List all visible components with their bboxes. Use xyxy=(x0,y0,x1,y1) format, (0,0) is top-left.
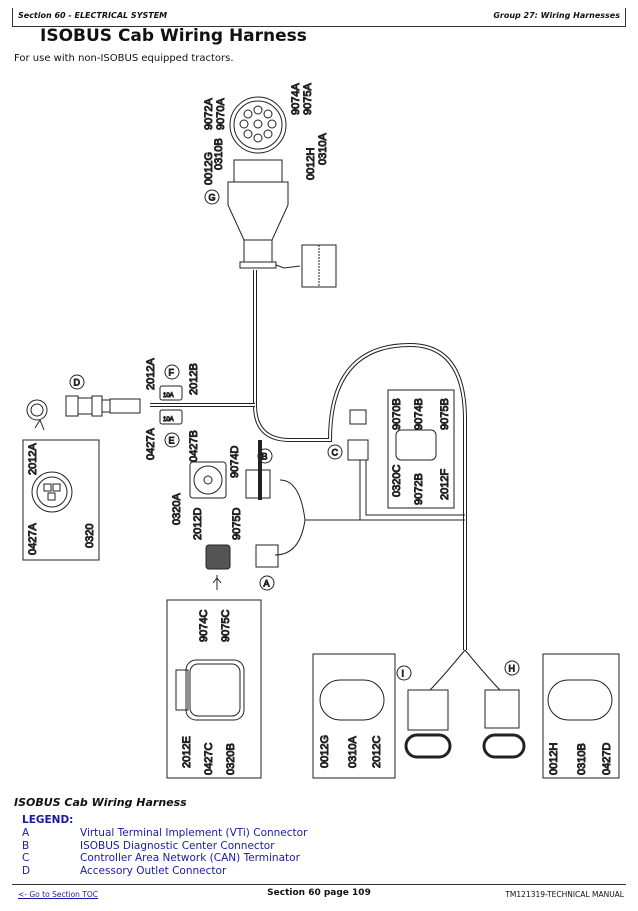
svg-text:0310B: 0310B xyxy=(576,743,588,775)
svg-text:2012A: 2012A xyxy=(145,358,157,390)
connector-d xyxy=(65,395,141,417)
svg-text:10A: 10A xyxy=(163,393,174,399)
callout-g: G xyxy=(209,193,216,203)
svg-text:0427A: 0427A xyxy=(145,428,157,460)
svg-text:9072B: 9072B xyxy=(413,473,425,505)
svg-text:0320C: 0320C xyxy=(391,465,403,497)
page-subtitle: For use with non-ISOBUS equipped tractor… xyxy=(14,53,234,64)
group-label: Group 27: Wiring Harnesses xyxy=(493,11,620,20)
svg-text:9070A: 9070A xyxy=(215,98,227,130)
svg-text:2012B: 2012B xyxy=(188,363,200,395)
svg-text:2012A: 2012A xyxy=(27,443,39,475)
callout-f: F xyxy=(169,368,175,378)
callout-i: I xyxy=(402,669,405,679)
svg-text:9072A: 9072A xyxy=(203,98,215,130)
svg-text:9075D: 9075D xyxy=(231,508,243,540)
callout-d: D xyxy=(74,378,81,388)
page-number: Section 60 page 109 xyxy=(267,888,371,898)
section-toc-link[interactable]: <- Go to Section TOC xyxy=(18,890,99,899)
svg-text:2012C: 2012C xyxy=(371,736,383,768)
svg-text:9074D: 9074D xyxy=(229,446,241,478)
svg-text:9074A: 9074A xyxy=(290,83,302,115)
fuse-holder-ef: 10A 10A 2012A 2012B 0427A 0427B xyxy=(145,357,201,462)
svg-text:9074C: 9074C xyxy=(198,610,210,642)
svg-text:9075C: 9075C xyxy=(220,610,232,642)
connector-b: 9074D 0320A 2012D 9075D xyxy=(171,445,271,541)
connector-h: 0012H 0310B 0427D xyxy=(482,653,620,779)
connector-g-pin-labels: 9072A 9070A 9074A 9075A 0310B 0310A 0012… xyxy=(203,82,330,185)
section-label: Section 60 - ELECTRICAL SYSTEM xyxy=(18,11,168,20)
connector-g xyxy=(227,96,337,288)
page-title: ISOBUS Cab Wiring Harness xyxy=(40,26,307,46)
connector-i: 0012G 0310A 2012C xyxy=(312,653,452,779)
svg-text:0012H: 0012H xyxy=(548,743,560,775)
svg-text:0012G: 0012G xyxy=(319,735,331,768)
svg-text:10A: 10A xyxy=(163,417,174,423)
callout-b: B xyxy=(262,452,268,462)
figure-caption: ISOBUS Cab Wiring Harness xyxy=(14,796,187,809)
svg-text:9075A: 9075A xyxy=(302,83,314,115)
svg-text:0012G: 0012G xyxy=(203,152,215,185)
svg-text:2012F: 2012F xyxy=(439,469,451,500)
svg-text:0310B: 0310B xyxy=(213,138,225,170)
svg-text:0427B: 0427B xyxy=(188,430,200,462)
svg-text:0320B: 0320B xyxy=(225,743,237,775)
svg-text:0012H: 0012H xyxy=(305,148,317,180)
page-footer: <- Go to Section TOC Section 60 page 109… xyxy=(12,884,626,905)
callouts: A B C D E F G H I xyxy=(69,189,520,681)
connector-d-inset: 2012A 0427A 0320 xyxy=(22,399,100,561)
svg-text:0427D: 0427D xyxy=(601,743,613,775)
svg-text:2012D: 2012D xyxy=(192,508,204,540)
svg-text:2012E: 2012E xyxy=(181,736,193,768)
svg-text:0310A: 0310A xyxy=(347,736,359,768)
callout-e: E xyxy=(169,436,175,446)
callout-c: C xyxy=(332,448,339,458)
svg-text:9074B: 9074B xyxy=(413,398,425,430)
svg-text:9075B: 9075B xyxy=(439,398,451,430)
page-header: Section 60 - ELECTRICAL SYSTEM Group 27:… xyxy=(12,8,626,27)
svg-text:9070B: 9070B xyxy=(391,398,403,430)
connector-a: 9074C 9075C 2012E 0427C 0320B xyxy=(166,544,279,779)
legend-heading: LEGEND: xyxy=(22,814,74,826)
connector-c: 9070B 9074B 9075B 0320C 9072B 2012F xyxy=(347,389,455,509)
svg-text:0427A: 0427A xyxy=(27,523,39,555)
callout-a: A xyxy=(264,579,270,589)
wiring-diagram: 9072A 9070A 9074A 9075A 0310B 0310A 0012… xyxy=(22,82,620,779)
callout-h: H xyxy=(509,664,516,674)
svg-text:0320A: 0320A xyxy=(171,493,183,525)
svg-text:0320: 0320 xyxy=(84,524,96,548)
svg-text:0427C: 0427C xyxy=(203,743,215,775)
manual-id: TM121319-TECHNICAL MANUAL xyxy=(505,890,624,899)
svg-text:0310A: 0310A xyxy=(317,133,329,165)
